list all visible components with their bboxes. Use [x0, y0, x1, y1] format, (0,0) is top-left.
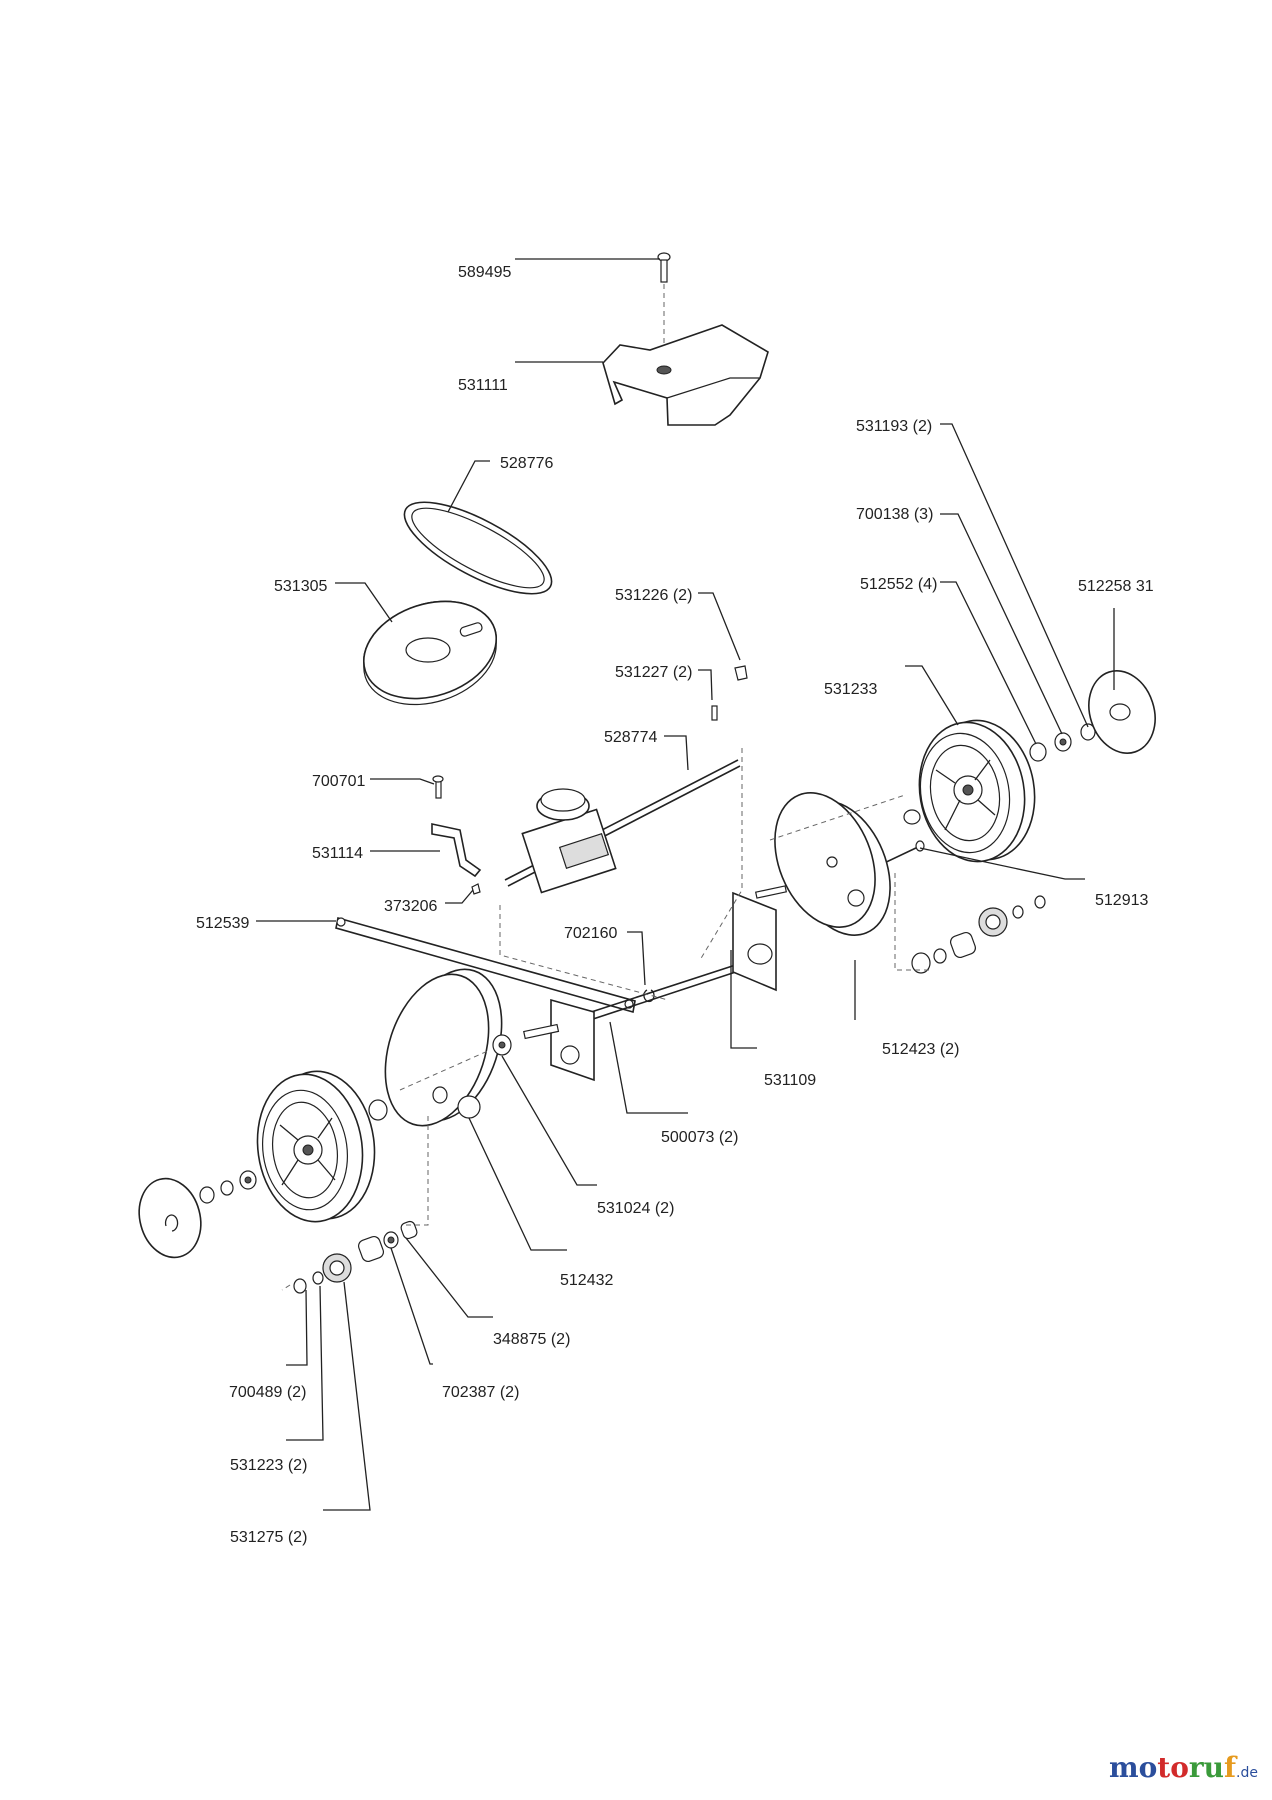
right-hardware-drawing	[903, 723, 1096, 825]
label-348875: 348875 (2)	[493, 1331, 570, 1348]
label-531305: 531305	[274, 578, 327, 595]
label-589495: 589495	[458, 264, 511, 281]
label-531226: 531226 (2)	[615, 587, 692, 604]
label-531275: 531275 (2)	[230, 1529, 307, 1546]
washer-531024-drawing	[368, 1034, 512, 1121]
label-531114: 531114	[312, 845, 363, 862]
label-512539: 512539	[196, 915, 249, 932]
bracket-531114-drawing	[431, 775, 482, 895]
label-531227: 531227 (2)	[615, 664, 692, 681]
left-gear-set-drawing	[293, 1220, 418, 1294]
label-531193: 531193 (2)	[856, 418, 932, 435]
label-512432: 512432	[560, 1272, 613, 1289]
label-700138: 700138 (3)	[856, 506, 933, 523]
label-531024: 531024 (2)	[597, 1200, 674, 1217]
label-531223: 531223 (2)	[230, 1457, 307, 1474]
hubcap-512432-left-drawing	[384, 968, 503, 1127]
gearbox-528774-drawing	[504, 759, 741, 894]
label-512423: 512423 (2)	[882, 1041, 959, 1058]
plate-531305-drawing	[362, 600, 498, 706]
label-512913: 512913	[1095, 892, 1148, 909]
part-drawings	[138, 252, 1156, 1294]
key-531226-drawing	[711, 665, 748, 721]
label-528774: 528774	[604, 729, 657, 746]
label-531111: 531111	[458, 377, 508, 394]
label-700701: 700701	[312, 773, 365, 790]
label-512258: 512258 31	[1078, 578, 1154, 595]
wheel-left-drawing	[256, 1070, 376, 1223]
label-702160: 702160	[564, 925, 617, 942]
assembly-dashed-lines	[281, 748, 930, 1291]
label-500073: 500073 (2)	[661, 1129, 738, 1146]
push-rod-512539-drawing	[335, 916, 636, 1014]
label-531233: 531233	[824, 681, 877, 698]
cover-512258-drawing	[1088, 670, 1156, 754]
leader-lines	[256, 258, 1115, 1511]
label-700489: 700489 (2)	[229, 1384, 306, 1401]
right-gear-set-drawing	[911, 895, 1046, 974]
cover-left-drawing	[138, 1177, 202, 1259]
motoruf-logo: motoruf.de	[1108, 1751, 1258, 1784]
label-373206: 373206	[384, 898, 437, 915]
label-531109: 531109	[764, 1072, 816, 1089]
axle-531109-drawing	[523, 885, 788, 1082]
wheel-531233-right-drawing	[918, 719, 1036, 863]
label-512552: 512552 (4)	[860, 576, 937, 593]
part-labels: 589495 531111 528776 531305 531193 (2) 7…	[196, 264, 1154, 1546]
left-hardware-drawing	[199, 1170, 257, 1204]
belt-528776-drawing	[403, 501, 553, 595]
label-702387: 702387 (2)	[442, 1384, 519, 1401]
hubcap-512423-right-drawing	[774, 792, 891, 936]
label-528776: 528776	[500, 455, 553, 472]
cover-bracket-531111-drawing	[602, 324, 769, 426]
